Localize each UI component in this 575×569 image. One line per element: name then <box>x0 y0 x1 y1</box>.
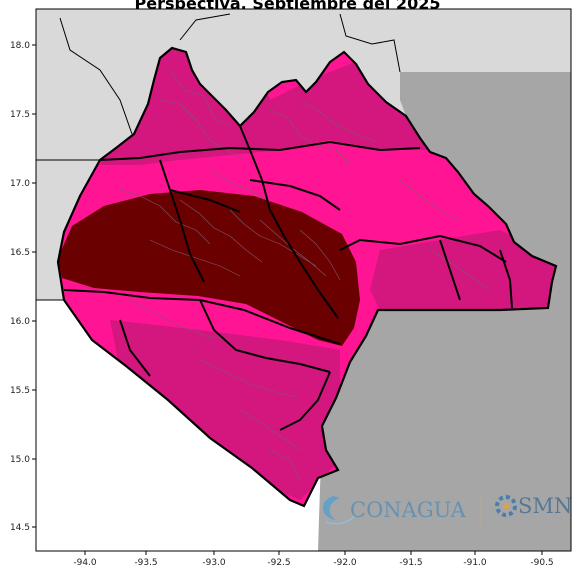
x-tick-label: -92.5 <box>267 558 290 568</box>
zone-medium-east <box>370 230 556 310</box>
region-borders <box>63 125 513 431</box>
zone-dark <box>58 190 360 346</box>
conagua-text: CONAGUA <box>350 498 467 522</box>
smn-logo: SMN <box>495 494 572 518</box>
smn-gear-icon <box>495 495 517 517</box>
y-tick-label: 17.5 <box>10 110 30 120</box>
y-tick-label: 17.0 <box>10 179 30 189</box>
x-tick-label: -93.5 <box>134 558 157 568</box>
x-tick-label: -93.0 <box>202 558 226 568</box>
y-tick-label: 16.5 <box>10 248 30 258</box>
y-tick-label: 18.0 <box>10 41 30 51</box>
y-tick-label: 16.0 <box>10 317 30 327</box>
axes-frame <box>35 8 572 552</box>
y-tick-label: 15.0 <box>10 455 30 465</box>
x-tick-label: -92.0 <box>333 558 357 568</box>
y-tick-label: 14.5 <box>10 523 30 533</box>
smn-text: SMN <box>518 494 572 518</box>
state-outline <box>56 46 558 508</box>
conagua-swoosh-icon <box>322 496 340 520</box>
municipal-borders <box>119 69 491 481</box>
x-tick-label: -91.5 <box>399 558 422 568</box>
conagua-logo: CONAGUA <box>322 496 482 526</box>
y-tick-label: 15.5 <box>10 386 30 396</box>
guatemala-area <box>318 72 571 551</box>
zone-medium-coast <box>110 320 340 500</box>
y-axis: 18.0 17.5 17.0 16.5 16.0 15.5 15.0 14.5 <box>10 41 36 533</box>
x-tick-label: -90.5 <box>530 558 553 568</box>
x-tick-label: -94.0 <box>73 558 97 568</box>
x-tick-label: -91.0 <box>463 558 487 568</box>
pacific-ocean <box>36 300 318 551</box>
x-axis: -94.0 -93.5 -93.0 -92.5 -92.0 -91.5 -91.0 -90.5 <box>73 551 554 568</box>
